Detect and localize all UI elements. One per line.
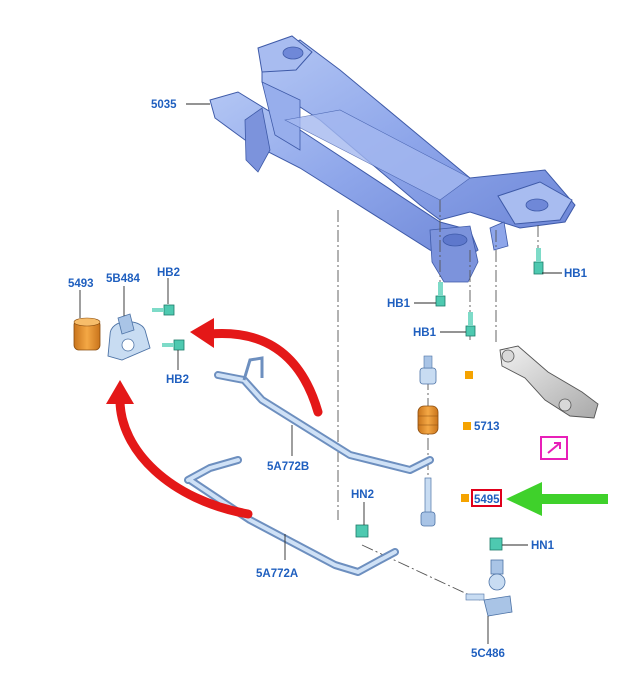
shock-absorber-5495 <box>420 477 436 527</box>
callout-5713: 5713 <box>474 421 500 433</box>
center-line <box>361 544 481 601</box>
shock-upper-mount <box>419 355 437 385</box>
callout-5495: 5495 <box>474 494 500 506</box>
highlight-box <box>471 489 502 507</box>
nut-hn1 <box>489 537 503 551</box>
nut-hn2 <box>355 524 369 538</box>
subframe <box>209 35 576 283</box>
bolt-hb1-mid-upper <box>435 282 446 307</box>
bracket-5b484 <box>107 313 151 361</box>
callout-5a772a: 5A772A <box>256 568 298 580</box>
link-5c486 <box>465 559 513 617</box>
callout-hb1-mid-lower: HB1 <box>413 327 437 339</box>
marker-square <box>463 422 471 430</box>
green-arrow <box>506 482 608 516</box>
link-icon <box>540 436 568 460</box>
callout-5c486: 5C486 <box>471 648 505 660</box>
callout-5035: 5035 <box>151 99 177 111</box>
callout-5b484: 5B484 <box>106 273 140 285</box>
marker-square <box>465 371 473 379</box>
red-arrow-upper <box>190 318 323 417</box>
bolt-hb2-upper <box>152 304 175 316</box>
bolt-hb1-mid-lower <box>465 312 476 337</box>
callout-hn1: HN1 <box>531 540 555 552</box>
callout-hb1-right: HB1 <box>564 268 588 280</box>
callout-hn2: HN2 <box>351 489 374 501</box>
callout-5a772b: 5A772B <box>267 461 309 473</box>
lower-arm <box>499 345 599 419</box>
callout-hb2-upper: HB2 <box>157 267 180 279</box>
callout-5493: 5493 <box>68 278 94 290</box>
callout-hb1-mid-upper: HB1 <box>387 298 411 310</box>
callout-hb2-lower: HB2 <box>166 374 189 386</box>
bolt-hb2-lower <box>162 339 185 351</box>
red-arrow-lower <box>106 380 253 519</box>
marker-square <box>461 494 469 502</box>
bushing-5493 <box>73 317 101 351</box>
bolt-hb1-right <box>533 248 544 275</box>
bump-stop-5713 <box>417 405 439 435</box>
